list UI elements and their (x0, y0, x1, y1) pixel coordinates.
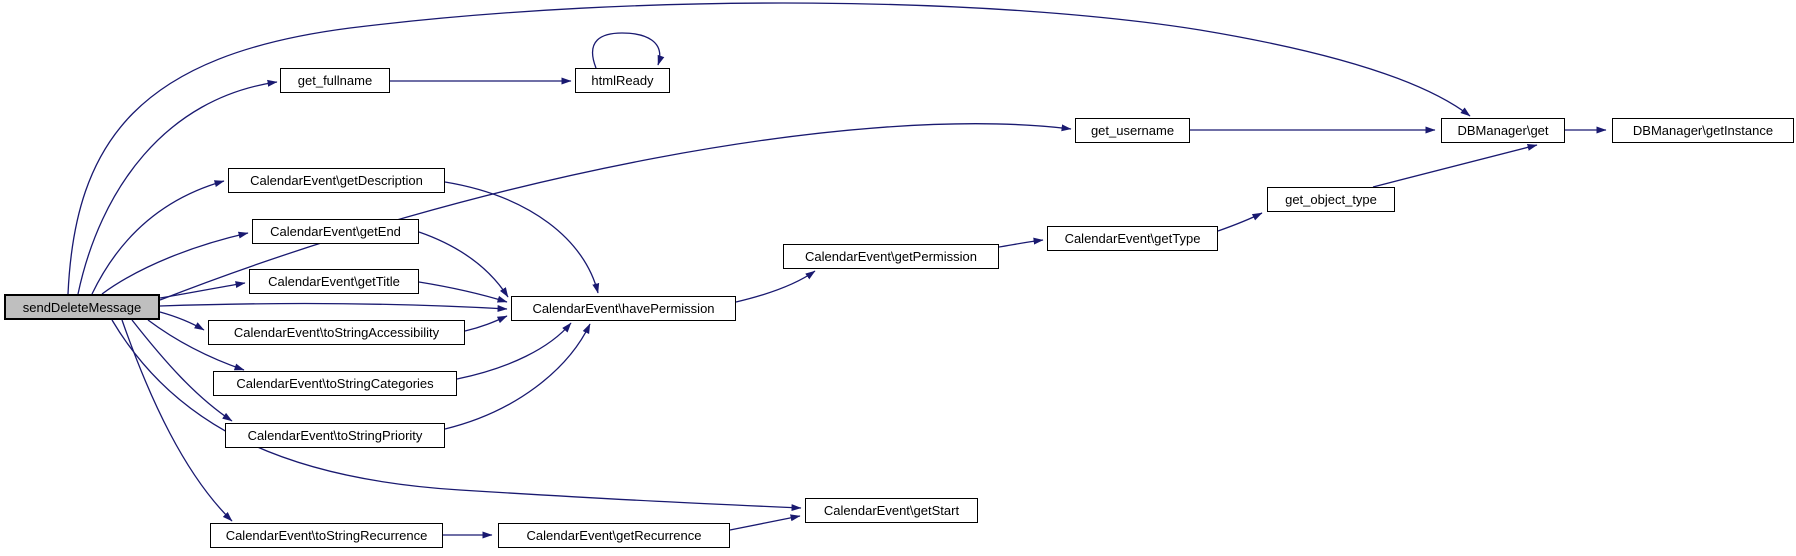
edge-sendDeleteMessage-to-toStringRecurrence (121, 319, 233, 522)
edge-sendDeleteMessage-to-toStringCategories (147, 319, 245, 371)
edge-toStringPriority-to-havePermission (444, 323, 591, 430)
edge-sendDeleteMessage-to-getEnd (101, 231, 249, 295)
node-htmlReady[interactable]: htmlReady (575, 68, 670, 93)
edge-get_object_type-to-DBManager-get (1372, 143, 1538, 188)
node-toStringRecurrence[interactable]: CalendarEvent\toStringRecurrence (210, 523, 443, 548)
node-havePermission[interactable]: CalendarEvent\havePermission (511, 296, 736, 321)
edge-havePermission-to-getPermission (735, 270, 816, 303)
node-getStart[interactable]: CalendarEvent\getStart (805, 498, 978, 523)
edge-getTitle-to-havePermission (418, 281, 508, 303)
edge-getRecurrence-to-getStart (729, 514, 801, 531)
node-get_object_type[interactable]: get_object_type (1267, 187, 1395, 212)
node-getRecurrence[interactable]: CalendarEvent\getRecurrence (498, 523, 730, 548)
edge-toStringCategories-to-havePermission (456, 322, 572, 380)
node-sendDeleteMessage: sendDeleteMessage (4, 294, 160, 320)
edge-sendDeleteMessage-to-getDescription (91, 180, 225, 295)
edge-getEnd-to-havePermission (418, 231, 509, 298)
node-getDescription[interactable]: CalendarEvent\getDescription (228, 168, 445, 193)
edge-sendDeleteMessage-to-havePermission (159, 302, 508, 312)
node-toStringCategories[interactable]: CalendarEvent\toStringCategories (213, 371, 457, 396)
node-getEnd[interactable]: CalendarEvent\getEnd (252, 219, 419, 244)
edge-sendDeleteMessage-to-getStart (111, 319, 802, 512)
node-toStringAccessibility[interactable]: CalendarEvent\toStringAccessibility (208, 320, 465, 345)
edge-sendDeleteMessage-to-DBManager-get (67, 2, 1471, 295)
node-getPermission[interactable]: CalendarEvent\getPermission (783, 244, 999, 269)
node-DBManager-get[interactable]: DBManager\get (1441, 118, 1565, 143)
node-getType[interactable]: CalendarEvent\getType (1047, 226, 1218, 251)
edge-sendDeleteMessage-to-toStringAccessibility (159, 311, 205, 331)
node-toStringPriority[interactable]: CalendarEvent\toStringPriority (225, 423, 445, 448)
edge-toStringAccessibility-to-havePermission (464, 315, 508, 332)
edge-sendDeleteMessage-to-get_username (159, 123, 1072, 301)
edge-sendDeleteMessage-to-toStringPriority (131, 319, 233, 422)
node-getTitle[interactable]: CalendarEvent\getTitle (249, 269, 419, 294)
edge-getPermission-to-getType (998, 237, 1044, 248)
edge-sendDeleteMessage-to-get_fullname (77, 79, 278, 295)
edge-htmlReady-to-htmlReady (591, 32, 665, 69)
edge-sendDeleteMessage-to-getTitle (159, 281, 246, 299)
edge-getType-to-get_object_type (1217, 212, 1263, 232)
edge-getDescription-to-havePermission (444, 181, 600, 294)
node-DBManager-getInstance[interactable]: DBManager\getInstance (1612, 118, 1794, 143)
node-get_fullname[interactable]: get_fullname (280, 68, 390, 93)
node-get_username[interactable]: get_username (1075, 118, 1190, 143)
